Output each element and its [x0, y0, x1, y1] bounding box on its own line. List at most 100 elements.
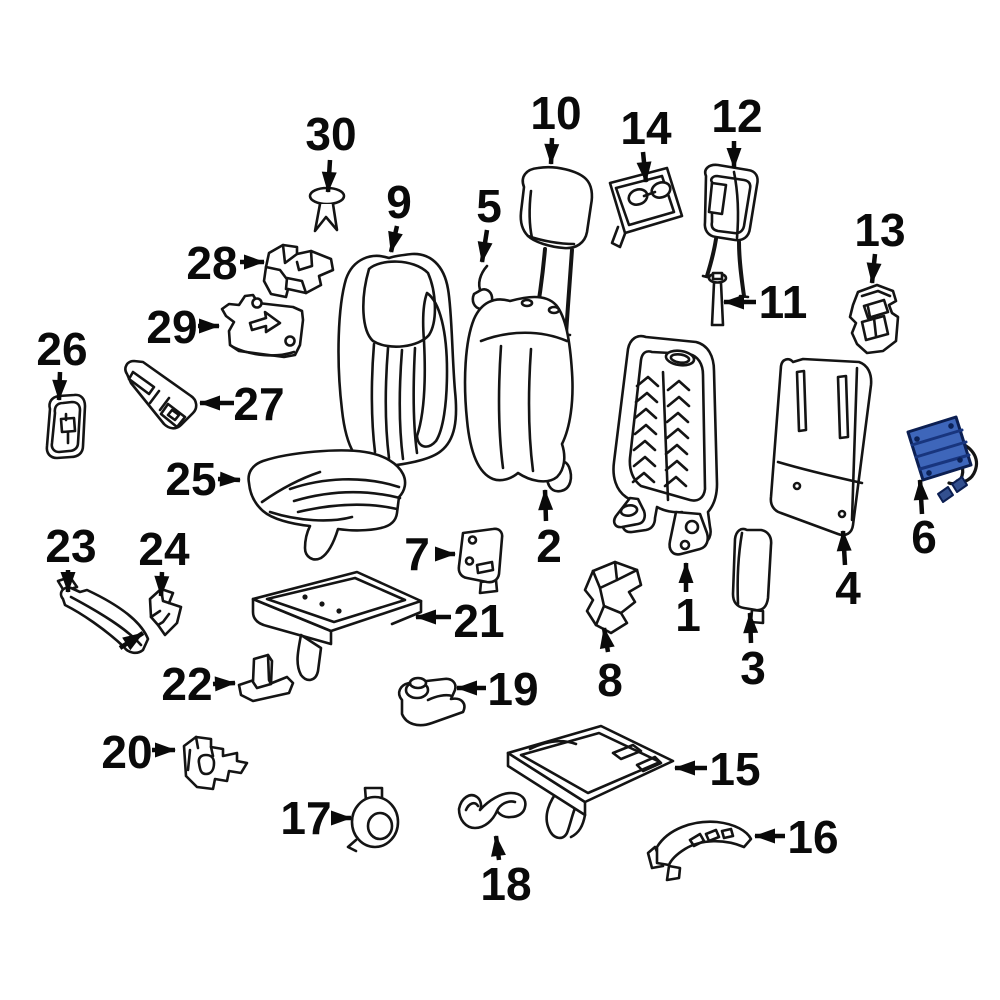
callout-11-label[interactable]: 11	[759, 276, 808, 328]
callout-3[interactable]: 3	[740, 612, 766, 694]
callout-25-arrow	[217, 471, 241, 487]
callout-9[interactable]: 9	[386, 176, 412, 253]
part-17-shape	[346, 838, 358, 853]
callout-13-label[interactable]: 13	[854, 204, 905, 256]
part-21-shape	[319, 601, 325, 607]
part-3-shape	[736, 531, 744, 606]
callout-11[interactable]: 11	[723, 276, 808, 328]
callout-15[interactable]: 15	[674, 743, 761, 795]
callout-1[interactable]: 1	[675, 562, 701, 641]
part-2-seat-back-cover	[463, 295, 574, 493]
part-6-shape	[926, 470, 932, 476]
callout-17-label[interactable]: 17	[280, 792, 331, 844]
callout-4-label[interactable]: 4	[835, 562, 861, 614]
callout-21-label[interactable]: 21	[453, 595, 504, 647]
callout-23[interactable]: 23	[45, 520, 97, 593]
part-9-shape	[384, 346, 391, 460]
callout-20-label[interactable]: 20	[101, 726, 152, 778]
part-6-shape	[910, 428, 964, 447]
callout-5[interactable]: 5	[476, 180, 502, 263]
callout-24-label[interactable]: 24	[138, 523, 190, 575]
callout-8-label[interactable]: 8	[597, 654, 623, 706]
part-27-shape	[127, 370, 156, 396]
callout-14[interactable]: 14	[620, 102, 672, 183]
callout-10-label[interactable]: 10	[530, 87, 581, 139]
part-28-shape	[281, 243, 299, 265]
part-1-shape	[669, 353, 691, 364]
callout-9-label[interactable]: 9	[386, 176, 412, 228]
callout-28-label[interactable]: 28	[186, 237, 237, 289]
callout-25-label[interactable]: 25	[165, 453, 216, 505]
callout-25[interactable]: 25	[165, 453, 241, 505]
callout-13[interactable]: 13	[854, 204, 906, 284]
part-21-shape	[251, 597, 333, 646]
callout-10-arrow	[544, 137, 560, 165]
part-3-shape	[731, 527, 773, 612]
part-27-shape	[166, 408, 181, 422]
callout-27-label[interactable]: 27	[233, 378, 284, 430]
part-6-seat-heater-pad[interactable]	[906, 415, 978, 503]
part-11-shape	[710, 281, 725, 327]
callout-18-label[interactable]: 18	[480, 858, 531, 910]
part-16-trim-cover	[646, 820, 753, 882]
callout-6-label[interactable]: 6	[911, 511, 937, 563]
part-15-shape	[569, 813, 587, 839]
part-30-shape	[313, 202, 339, 233]
callout-29[interactable]: 29	[146, 301, 220, 353]
callout-8-arrow	[599, 627, 615, 653]
part-25-shape	[292, 490, 402, 503]
callout-17[interactable]: 17	[280, 792, 352, 844]
callout-8[interactable]: 8	[597, 627, 623, 706]
part-9-shape	[412, 346, 419, 455]
callout-5-label[interactable]: 5	[476, 180, 502, 232]
callout-3-label[interactable]: 3	[740, 642, 766, 694]
callout-14-label[interactable]: 14	[620, 102, 672, 154]
callout-19-label[interactable]: 19	[487, 663, 538, 715]
callout-4[interactable]: 4	[835, 530, 861, 614]
part-10-shape	[528, 189, 534, 240]
part-12-shape	[737, 240, 746, 298]
callout-20[interactable]: 20	[101, 726, 176, 778]
callout-23-label[interactable]: 23	[45, 520, 96, 572]
callout-6-arrow	[913, 479, 929, 515]
callout-18[interactable]: 18	[480, 835, 532, 910]
callout-30-label[interactable]: 30	[305, 108, 356, 160]
part-1-shape	[633, 407, 690, 424]
callout-14-arrow	[636, 151, 652, 183]
part-19-cam-bracket	[397, 676, 466, 727]
callout-22-label[interactable]: 22	[161, 658, 212, 710]
callout-29-label[interactable]: 29	[146, 301, 197, 353]
part-20-shape	[186, 748, 192, 772]
part-17-shape	[366, 811, 394, 841]
callout-1-label[interactable]: 1	[675, 589, 701, 641]
callout-7[interactable]: 7	[404, 528, 456, 580]
callout-30[interactable]: 30	[305, 108, 357, 193]
part-26-shape	[50, 400, 82, 454]
callout-2-label[interactable]: 2	[536, 520, 562, 572]
part-28-shape	[264, 265, 288, 280]
callout-19[interactable]: 19	[456, 663, 539, 715]
part-12-shape	[709, 174, 752, 235]
callout-12[interactable]: 12	[711, 90, 763, 169]
callout-24[interactable]: 24	[138, 523, 190, 597]
callout-28[interactable]: 28	[186, 237, 265, 289]
part-18-support-bracket	[457, 791, 527, 830]
callout-27[interactable]: 27	[199, 378, 285, 430]
callout-16[interactable]: 16	[754, 811, 839, 863]
callout-12-label[interactable]: 12	[711, 90, 762, 142]
callout-26[interactable]: 26	[36, 323, 88, 401]
callout-16-label[interactable]: 16	[787, 811, 838, 863]
callout-10[interactable]: 10	[530, 87, 582, 165]
callout-21[interactable]: 21	[415, 595, 505, 647]
callout-22[interactable]: 22	[161, 658, 236, 710]
callout-15-label[interactable]: 15	[709, 743, 760, 795]
callout-7-label[interactable]: 7	[404, 528, 430, 580]
callout-6[interactable]: 6	[911, 479, 937, 563]
part-9-shape	[362, 260, 437, 348]
callout-18-arrow	[491, 835, 506, 861]
part-2-shape	[547, 305, 561, 315]
part-13-shape	[866, 305, 878, 338]
callout-26-label[interactable]: 26	[36, 323, 87, 375]
part-6-shape	[937, 486, 954, 503]
callout-2[interactable]: 2	[536, 489, 562, 572]
